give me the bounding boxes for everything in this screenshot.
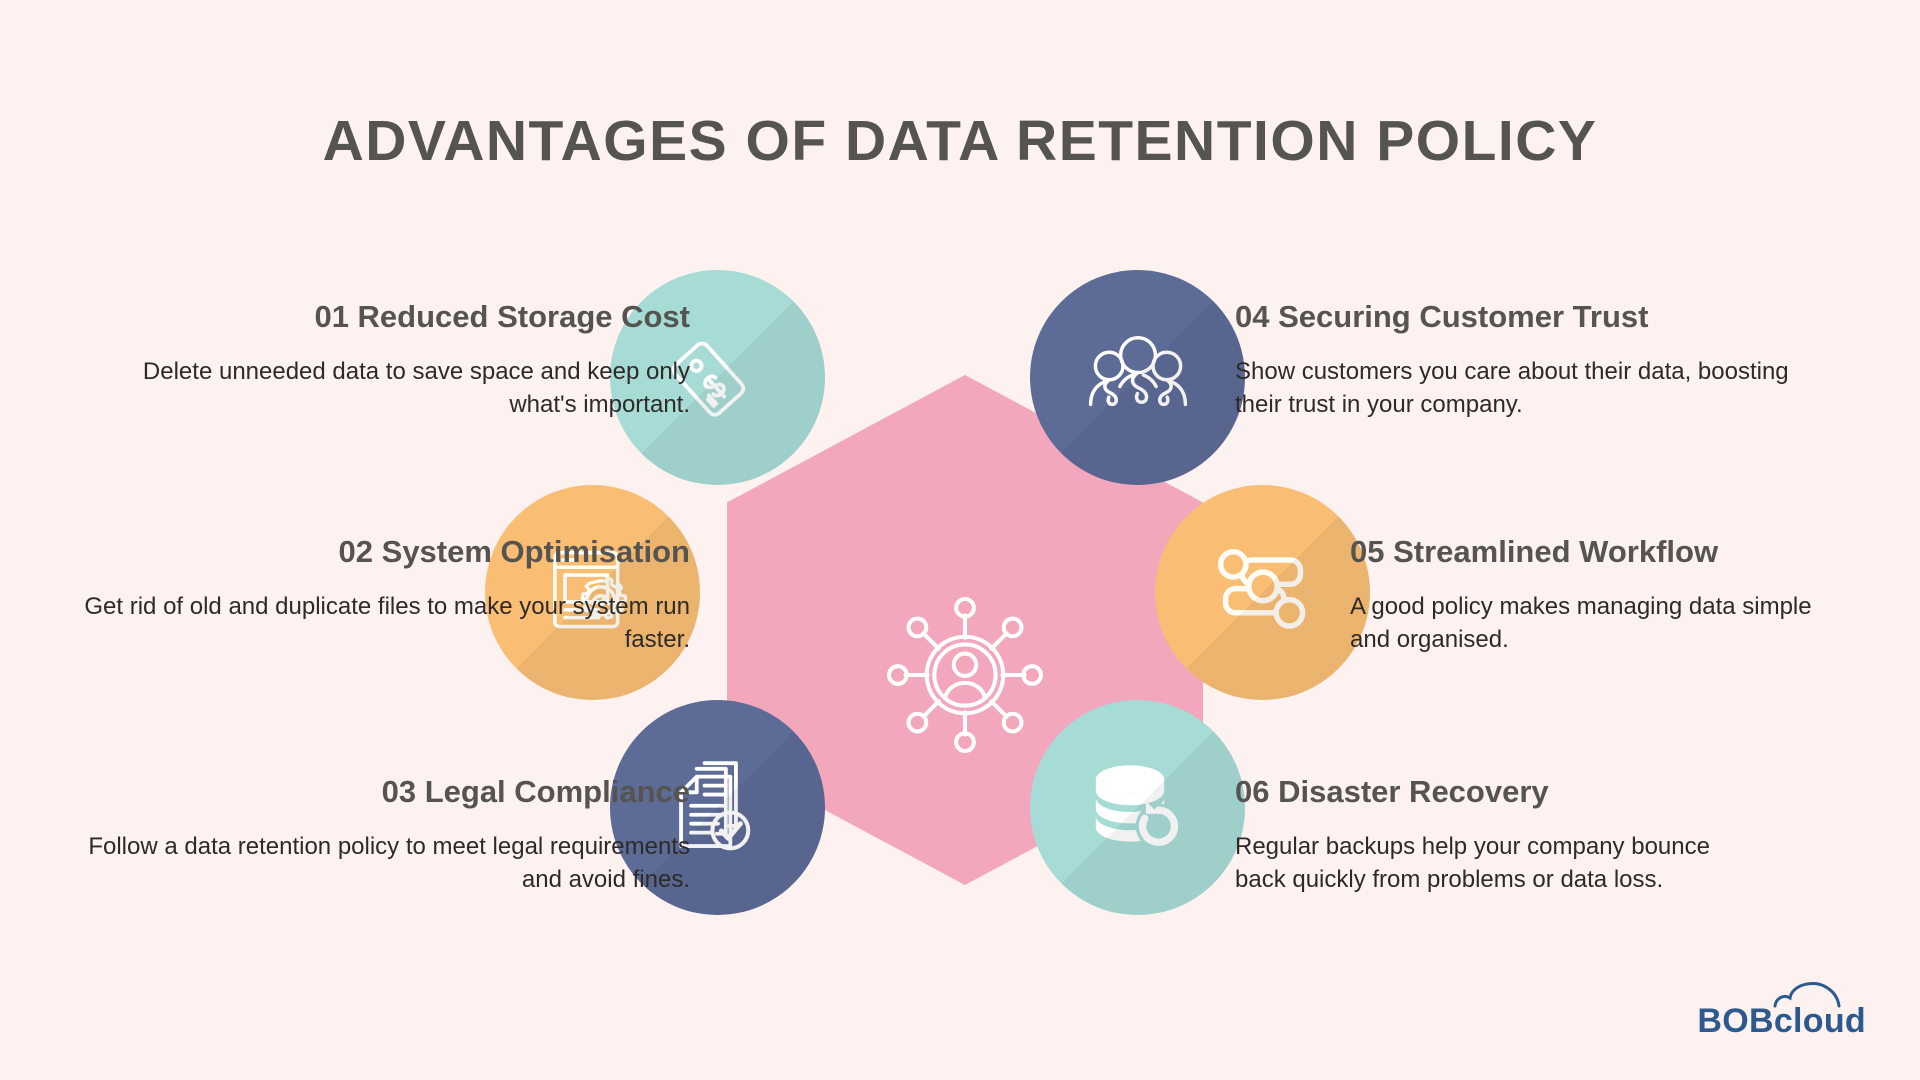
people-group-icon	[1078, 318, 1198, 438]
price-tag-dollar-icon	[662, 322, 774, 434]
icon-circle-streamlined-workflow[interactable]	[1155, 485, 1370, 700]
item-block-06: 06 Disaster Recovery Regular backups hel…	[1235, 774, 1715, 897]
cloud-arc-icon	[1772, 978, 1868, 1014]
item-heading-03: 03 Legal Compliance	[381, 774, 690, 809]
item-block-05: 05 Streamlined Workflow A good policy ma…	[1350, 534, 1830, 657]
item-body-01: Delete unneeded data to save space and k…	[142, 358, 690, 418]
workflow-nodes-icon	[1208, 538, 1318, 648]
item-block-02: 02 System Optimisation Get rid of old an…	[60, 534, 690, 657]
item-body-03: Follow a data retention policy to meet l…	[88, 833, 690, 893]
item-body-02: Get rid of old and duplicate files to ma…	[84, 593, 690, 653]
infographic-diagram	[485, 270, 1370, 990]
logo-bob-text: BOB	[1697, 1002, 1774, 1040]
item-block-01: 01 Reduced Storage Cost Delete unneeded …	[80, 299, 690, 422]
item-block-04: 04 Securing Customer Trust Show customer…	[1235, 299, 1795, 422]
icon-circle-securing-customer-trust[interactable]	[1030, 270, 1245, 485]
icon-circle-disaster-recovery[interactable]	[1030, 700, 1245, 915]
database-restore-icon	[1081, 751, 1195, 865]
item-heading-01: 01 Reduced Storage Cost	[314, 299, 690, 334]
item-heading-05: 05 Streamlined Workflow	[1350, 534, 1719, 569]
item-body-04: Show customers you care about their data…	[1235, 358, 1789, 418]
item-heading-06: 06 Disaster Recovery	[1235, 774, 1549, 809]
item-body-05: A good policy makes managing data simple…	[1350, 593, 1812, 653]
logo-cloud-text: cloud	[1773, 1002, 1866, 1040]
user-network-icon	[880, 590, 1050, 760]
item-body-06: Regular backups help your company bounce…	[1235, 833, 1710, 893]
item-heading-04: 04 Securing Customer Trust	[1235, 299, 1649, 334]
browser-gear-speedometer-icon	[537, 537, 649, 649]
item-heading-02: 02 System Optimisation	[338, 534, 690, 569]
page-title: ADVANTAGES OF DATA RETENTION POLICY	[322, 109, 1598, 173]
documents-check-icon	[662, 752, 774, 864]
item-block-03: 03 Legal Compliance Follow a data retent…	[60, 774, 690, 897]
bobcloud-logo: BOBcloud	[1697, 982, 1866, 1040]
